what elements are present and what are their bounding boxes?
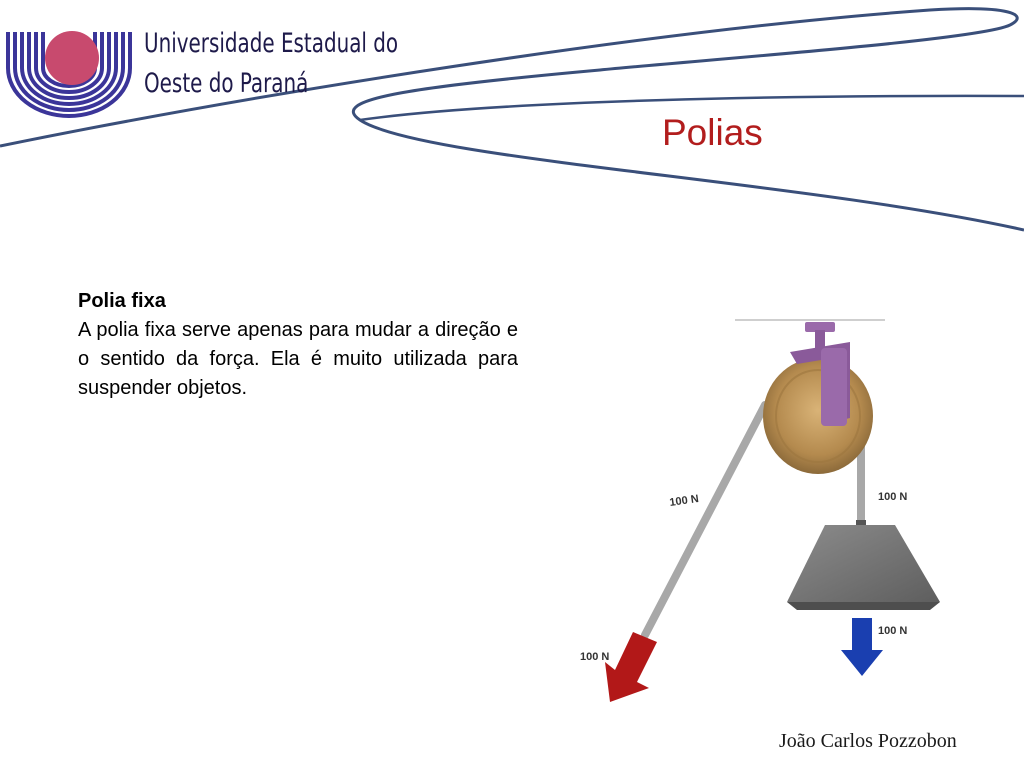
slide-title: Polias (662, 112, 763, 153)
rope-left (641, 401, 769, 639)
label-rope-left: 100 N (669, 493, 700, 509)
force-arrow-left (605, 632, 657, 702)
university-logo (6, 31, 132, 118)
author-name: João Carlos Pozzobon (779, 730, 957, 752)
stone-block (787, 525, 940, 602)
label-arrow-left: 100 N (580, 651, 609, 663)
label-rope-right: 100 N (878, 491, 907, 503)
force-arrow-right (841, 618, 883, 676)
university-name-line2: Oeste do Paraná (144, 68, 309, 99)
pulley-bracket (790, 322, 850, 426)
fixed-pulley-illustration: 100 N 100 N 100 N 100 N (580, 319, 940, 702)
pulley-wheel (763, 358, 873, 474)
content-block: Polia fixa A polia fixa serve apenas par… (78, 287, 518, 403)
section-paragraph: A polia fixa serve apenas para mudar a d… (78, 319, 518, 399)
section-heading: Polia fixa (78, 290, 166, 312)
university-name: Universidade Estadual do Oeste do Paraná (144, 24, 398, 104)
label-arrow-right: 100 N (878, 625, 907, 637)
header-swoosh-decoration (0, 7, 1024, 232)
university-name-line1: Universidade Estadual do (144, 28, 399, 59)
